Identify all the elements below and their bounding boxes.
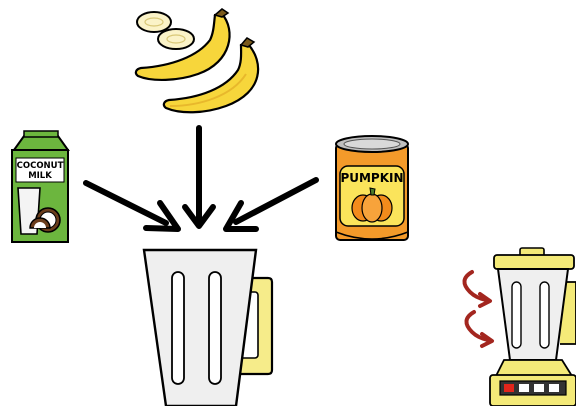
spin-arrows-icon <box>464 272 492 346</box>
blender-power-button <box>504 384 514 392</box>
coconut-milk-label-line1: COCONUT <box>17 161 64 171</box>
pumpkin-can-label: PUMPKIN <box>340 171 403 185</box>
blender-speed-button <box>534 384 544 392</box>
ingredient-arrows <box>86 128 316 229</box>
coconut-milk-label-line2: MILK <box>28 171 52 181</box>
coconut-milk-carton: COCONUT MILK <box>12 131 68 242</box>
arrow-from-banana <box>185 128 213 226</box>
blender-pitcher <box>144 250 272 406</box>
blender-appliance <box>490 248 576 406</box>
pumpkin-can: PUMPKIN <box>336 136 408 240</box>
blender-speed-button <box>519 384 529 392</box>
blender-speed-button <box>549 384 559 392</box>
arrow-from-coconut-milk <box>86 183 178 229</box>
arrow-from-pumpkin-can <box>226 180 316 229</box>
banana-slices <box>137 12 194 49</box>
